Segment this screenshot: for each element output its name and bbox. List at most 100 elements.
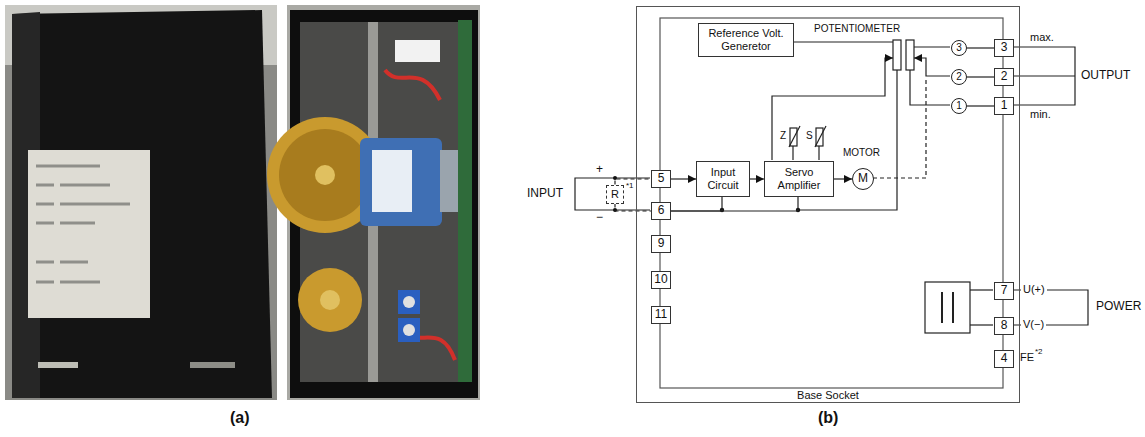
process-box: Servo Amplifier — [764, 161, 834, 197]
photo-open-case — [403, 296, 415, 308]
box-text: R — [611, 188, 619, 201]
terminal: 1 — [994, 97, 1014, 115]
photo-closed-case — [36, 203, 54, 206]
wires — [772, 58, 893, 160]
photo-closed-case — [36, 281, 54, 284]
photo-closed-case — [60, 222, 95, 225]
box-text: 9 — [658, 237, 665, 251]
circled-number: 2 — [951, 69, 967, 85]
connector — [967, 105, 994, 106]
terminal: 11 — [651, 306, 671, 324]
photo-closed-case — [36, 222, 54, 225]
terminal: 4 — [994, 350, 1014, 368]
wires — [893, 40, 901, 70]
socket-name: Base Socket — [794, 389, 862, 402]
wires — [914, 58, 950, 76]
wires — [789, 126, 800, 147]
box-text: 2 — [1001, 70, 1008, 84]
photo-closed-case — [36, 166, 130, 282]
reference-box: Reference Volt. Generetor — [698, 23, 794, 57]
wires — [792, 146, 793, 160]
photo-closed-case — [28, 150, 150, 318]
wires — [914, 46, 950, 47]
pin-name: V(−) — [1021, 318, 1046, 331]
photo-open-case — [320, 290, 340, 310]
terminal: 2 — [994, 68, 1014, 86]
connector — [967, 76, 994, 77]
photo-closed-case — [5, 5, 277, 400]
polarity-sign: + — [596, 163, 603, 177]
box-text: 4 — [1001, 352, 1008, 366]
photo-closed-case — [60, 281, 100, 284]
box-text: Reference Volt. Generetor — [699, 27, 793, 52]
photo-open-case — [398, 290, 420, 314]
signal-name: min. — [1030, 108, 1051, 121]
wires — [952, 292, 954, 323]
photo-open-case — [385, 70, 440, 100]
box-text: 1 — [956, 100, 962, 112]
wires — [941, 292, 943, 323]
resistor-symbol: R — [606, 185, 624, 204]
box-text: 6 — [658, 204, 665, 218]
signal-name: POWER — [1096, 300, 1141, 314]
photo-open-case — [395, 40, 440, 62]
panel-letter: (a) — [230, 409, 250, 427]
adjust-name: Z — [780, 130, 786, 142]
photo-closed-case — [60, 261, 88, 264]
connector — [671, 197, 798, 211]
process-box: Input Circuit — [696, 161, 750, 197]
photo-closed-case — [12, 10, 272, 398]
terminal: 3 — [994, 39, 1014, 57]
connector — [671, 197, 722, 211]
box-text: 11 — [655, 308, 667, 322]
pin-name: U(+) — [1021, 283, 1047, 296]
part-name: POTENTIOMETER — [814, 23, 900, 35]
box-text: M — [858, 172, 868, 186]
photo-closed-case — [5, 5, 277, 400]
photo-open-case — [372, 150, 412, 212]
wires — [815, 126, 826, 147]
photo-closed-case — [60, 203, 130, 206]
photo-open-case — [267, 5, 480, 400]
footnote-mark: *2 — [1035, 347, 1043, 356]
wires — [790, 41, 893, 42]
box-text: 5 — [658, 172, 665, 186]
photo-closed-case — [38, 362, 78, 368]
box-text: 7 — [1001, 284, 1008, 298]
wires — [970, 289, 993, 290]
box-text: 2 — [956, 71, 962, 83]
photo-closed-case — [190, 362, 235, 368]
photo-open-case — [298, 268, 362, 332]
photo-open-case — [279, 129, 371, 221]
footnote-mark: *1 — [626, 181, 634, 190]
box-text: 3 — [956, 42, 962, 54]
wires — [925, 282, 970, 333]
wires — [575, 178, 650, 210]
terminal: 6 — [651, 202, 671, 220]
signal-name: max. — [1030, 31, 1054, 44]
base-socket: Base Socket Reference Volt. GeneretorInpu… — [636, 6, 1020, 403]
connector — [834, 178, 852, 179]
pin-name: FE — [1020, 351, 1034, 364]
signal-name: INPUT — [527, 187, 563, 201]
wires — [873, 80, 926, 178]
photo-open-case — [398, 318, 420, 342]
wires — [1013, 47, 1075, 105]
connector — [671, 178, 696, 179]
connector — [615, 204, 651, 212]
box-text: Input Circuit — [697, 166, 749, 191]
panel-letter: (b) — [818, 409, 838, 427]
photo-closed-case — [36, 165, 100, 168]
wires — [660, 18, 1003, 388]
box-text: 1 — [1001, 99, 1008, 113]
photo-open-case — [315, 165, 335, 185]
polarity-sign: − — [596, 211, 603, 225]
box-text: 3 — [1001, 41, 1008, 55]
signal-name: OUTPUT — [1081, 69, 1130, 83]
circled-number: 1 — [951, 98, 967, 114]
circled-number: 3 — [951, 40, 967, 56]
photo-closed-case — [36, 184, 54, 187]
